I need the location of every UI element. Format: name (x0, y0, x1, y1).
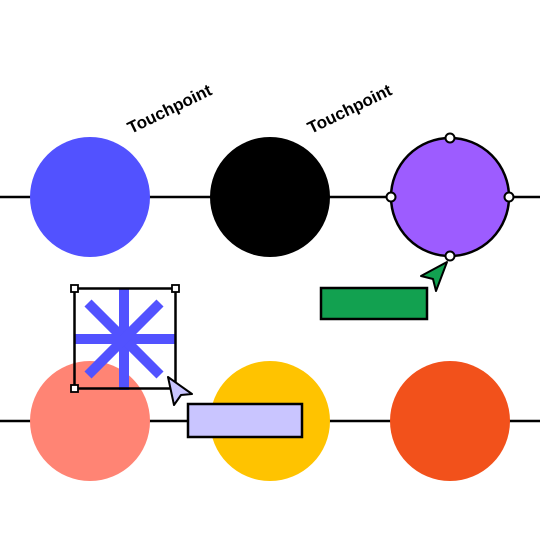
selection-handle-bottom[interactable] (444, 250, 456, 262)
black-circle[interactable] (210, 137, 330, 257)
blue-circle[interactable] (30, 137, 150, 257)
selection-handle-bottom-left[interactable] (70, 384, 79, 393)
green-pointer-cursor-icon (420, 261, 448, 292)
selection-handle-right[interactable] (503, 191, 515, 203)
orange-circle[interactable] (390, 361, 510, 481)
coral-circle[interactable] (30, 361, 150, 481)
selection-handle-top-left[interactable] (70, 284, 79, 293)
purple-circle-selected[interactable] (385, 132, 515, 262)
touchpoint-label-1: Touchpoint (124, 80, 215, 137)
selection-handle-top[interactable] (444, 132, 456, 144)
asterisk-shape[interactable] (70, 284, 180, 393)
asterisk-icon (74, 288, 176, 390)
touchpoint-label-2: Touchpoint (304, 80, 395, 137)
green-rectangle[interactable] (319, 286, 429, 321)
purple-circle[interactable] (389, 136, 511, 258)
selection-handle-left[interactable] (385, 191, 397, 203)
lavender-rectangle[interactable] (186, 402, 304, 439)
selection-handle-top-right[interactable] (171, 284, 180, 293)
selection-box (73, 287, 177, 390)
lavender-pointer-cursor-icon (167, 376, 193, 406)
